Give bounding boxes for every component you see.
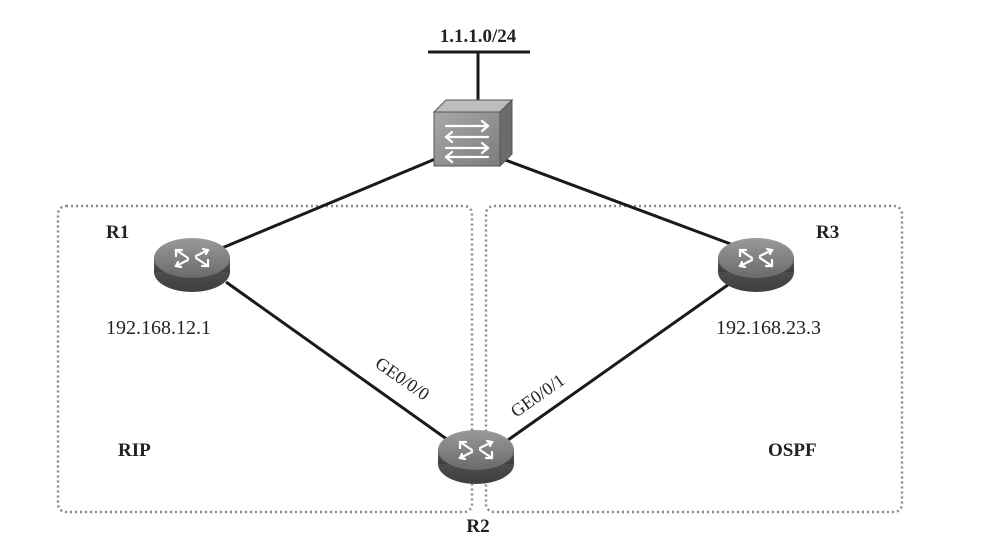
r1-r2-link [225,280,449,442]
switch-r1-link [221,150,453,250]
r1-name: R1 [106,222,129,243]
r3-r2-link [507,280,733,442]
r3-ip-label: 192.168.23.3 [716,317,821,339]
r2-ge000-label: GE0/0/0 [372,353,433,404]
ospf-area-label: OSPF [768,440,817,461]
rip-area-border [56,204,474,514]
router-r3-icon [716,236,796,294]
r2-ge001-label: GE0/0/1 [507,370,568,421]
r1-ip-label: 192.168.12.1 [106,317,211,339]
switch-icon [432,98,514,168]
ospf-area-border [484,204,904,514]
switch-r3-link [499,156,737,248]
r2-name: R2 [466,516,489,537]
router-r1-icon [152,236,232,294]
r3-name: R3 [816,222,839,243]
network-label: 1.1.1.0/24 [440,26,517,47]
rip-area-label: RIP [118,440,151,461]
router-r2-icon [436,428,516,486]
